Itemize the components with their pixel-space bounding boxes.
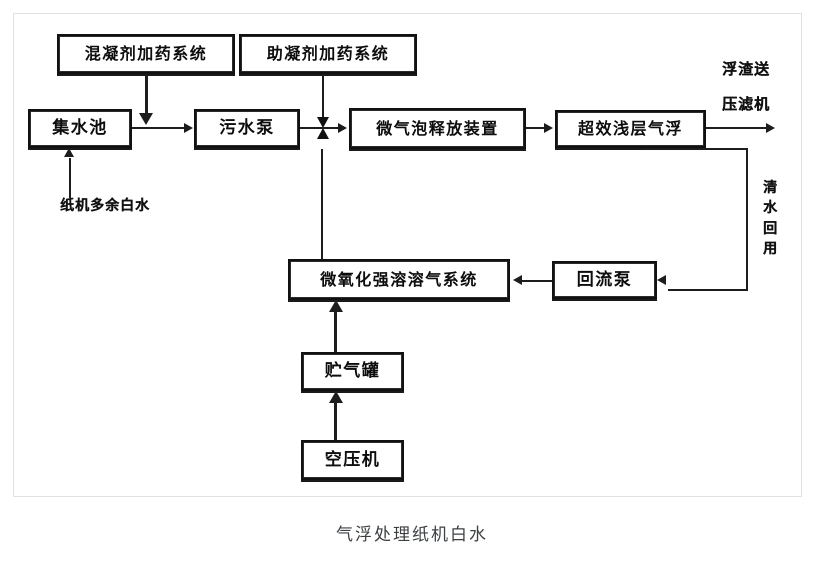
node-dissolved-air-system[interactable]: 微氧化强溶溶气系统 — [288, 259, 510, 300]
connector-flotation-to-filter-press — [706, 127, 768, 129]
node-gas-storage-tank[interactable]: 贮气罐 — [301, 352, 404, 391]
node-shallow-air-flotation[interactable]: 超效浅层气浮 — [555, 110, 706, 148]
connector-air-compressor-to-gas-tank — [334, 403, 337, 440]
connector-microbubble-to-flotation — [526, 127, 546, 129]
node-microbubble-release[interactable]: 微气泡释放装置 — [349, 108, 526, 149]
annotation-scum-line-1: 浮渣送 — [722, 60, 771, 78]
dosing-valve-upper-triangle — [317, 117, 329, 128]
node-air-compressor[interactable]: 空压机 — [301, 440, 404, 480]
figure-frame — [13, 13, 802, 497]
arrowhead-white-water-inlet — [64, 148, 74, 157]
connector-flocculant-aid-to-main — [322, 74, 324, 119]
node-coagulant-dosing[interactable]: 混凝剂加药系统 — [57, 34, 235, 74]
node-coagulant-dosing-label: 混凝剂加药系统 — [84, 44, 208, 63]
arrowhead-to-microbubble-release — [338, 123, 347, 133]
connector-white-water-inlet — [69, 158, 71, 198]
arrowhead-coagulant-dosing — [139, 113, 153, 125]
arrowhead-to-shallow-air-flotation — [544, 123, 553, 133]
node-dissolved-air-system-label: 微氧化强溶溶气系统 — [320, 269, 478, 289]
arrowhead-to-return-pump — [657, 275, 666, 285]
arrowhead-scum-to-filter-press — [766, 123, 775, 133]
node-return-pump[interactable]: 回流泵 — [552, 261, 657, 299]
connector-gas-tank-to-dissolved-air — [334, 312, 337, 352]
node-microbubble-release-label: 微气泡释放装置 — [376, 118, 499, 138]
annotation-scum-line-2: 压滤机 — [722, 95, 771, 113]
annotation-white-water-inlet: 纸机多余白水 — [60, 198, 150, 214]
node-flocculant-aid-dosing-label: 助凝剂加药系统 — [266, 44, 390, 63]
connector-clearwater-down-run — [746, 148, 748, 291]
connector-coagulant-to-main — [145, 74, 148, 115]
annotation-clear-water-reuse: 清水回用 — [763, 180, 777, 257]
arrowhead-gas-tank-to-dissolved-air — [329, 300, 343, 312]
connector-clearwater-top-run — [644, 148, 748, 150]
connector-return-pump-to-dissolved-air — [522, 280, 552, 282]
arrowhead-to-dissolved-air-system — [513, 275, 522, 285]
node-air-compressor-label: 空压机 — [324, 449, 381, 470]
dosing-valve-lower-triangle — [317, 128, 329, 139]
connector-clearwater-to-return-pump — [668, 289, 748, 291]
node-return-pump-label: 回流泵 — [576, 269, 633, 290]
node-flocculant-aid-dosing[interactable]: 助凝剂加药系统 — [239, 34, 417, 74]
node-shallow-air-flotation-label: 超效浅层气浮 — [577, 119, 683, 138]
node-collection-tank[interactable]: 集水池 — [28, 109, 132, 148]
node-gas-storage-tank-label: 贮气罐 — [324, 361, 381, 381]
arrowhead-air-compressor-to-gas-tank — [329, 391, 343, 403]
connector-collection-tank-to-sewage-pump — [132, 127, 185, 129]
connector-dissolved-air-to-microbubble — [321, 149, 323, 259]
node-collection-tank-label: 集水池 — [52, 118, 108, 138]
arrowhead-to-sewage-pump — [184, 123, 193, 133]
node-sewage-pump-label: 污水泵 — [219, 118, 275, 138]
connector-sewage-pump-to-microbubble — [300, 127, 340, 129]
node-sewage-pump[interactable]: 污水泵 — [194, 109, 300, 148]
figure-caption: 气浮处理纸机白水 — [336, 525, 488, 545]
